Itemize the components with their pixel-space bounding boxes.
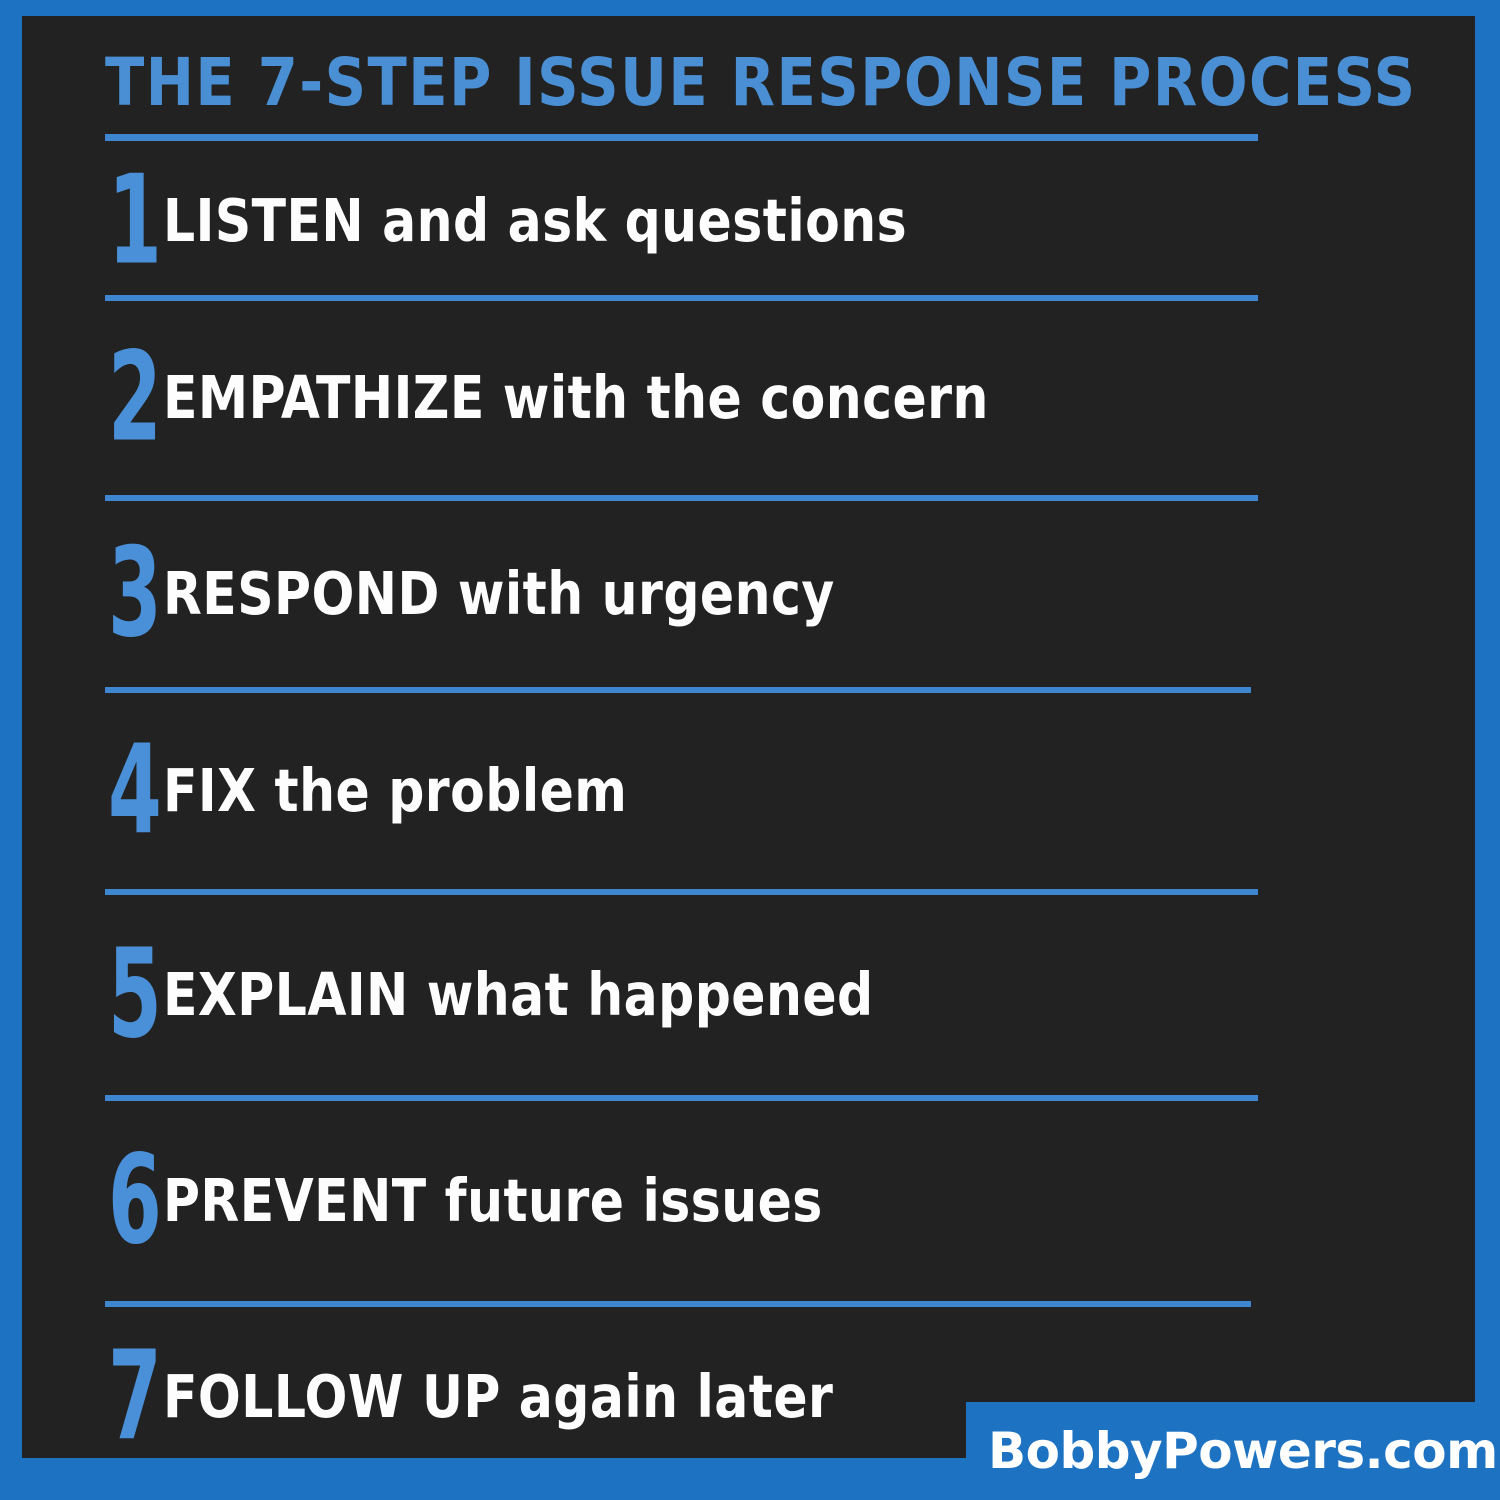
list-item: 1 LISTEN and ask questions <box>105 147 1280 295</box>
step-separator <box>105 295 1258 301</box>
step-number: 7 <box>107 1324 162 1469</box>
step-label: PREVENT future issues <box>163 1166 823 1236</box>
step-number: 6 <box>107 1128 162 1273</box>
title-underline-rule <box>105 134 1258 141</box>
brand-website-label: BobbyPowers.com <box>988 1422 1498 1480</box>
list-item: 3 RESPOND with urgency <box>105 501 1280 687</box>
step-label: EXPLAIN what happened <box>163 960 874 1030</box>
step-separator <box>105 889 1258 895</box>
list-item: 2 EMPATHIZE with the concern <box>105 301 1280 495</box>
steps-list: 1 LISTEN and ask questions 2 EMPATHIZE w… <box>105 147 1280 1487</box>
page-title: THE 7-STEP ISSUE RESPONSE PROCESS <box>105 44 1417 121</box>
step-number: 4 <box>107 718 162 863</box>
step-separator <box>105 1095 1258 1101</box>
step-number: 2 <box>107 325 162 470</box>
step-separator <box>105 495 1258 501</box>
list-item: 4 FIX the problem <box>105 693 1280 889</box>
step-number: 1 <box>107 148 162 293</box>
step-separator <box>105 687 1251 693</box>
step-label: LISTEN and ask questions <box>163 186 908 256</box>
brand-badge[interactable]: BobbyPowers.com <box>966 1402 1500 1500</box>
step-label: FIX the problem <box>163 756 628 826</box>
title-block: THE 7-STEP ISSUE RESPONSE PROCESS <box>105 44 1417 141</box>
step-number: 3 <box>107 521 162 666</box>
list-item: 6 PREVENT future issues <box>105 1101 1280 1301</box>
step-label: FOLLOW UP again later <box>163 1362 834 1432</box>
list-item: 7 FOLLOW UP again later <box>105 1307 1280 1487</box>
step-label: EMPATHIZE with the concern <box>163 363 989 433</box>
list-item: 5 EXPLAIN what happened <box>105 895 1280 1095</box>
poster-inner-panel: THE 7-STEP ISSUE RESPONSE PROCESS 1 LIST… <box>22 16 1475 1458</box>
step-label: RESPOND with urgency <box>163 559 835 629</box>
step-number: 5 <box>107 922 162 1067</box>
step-separator <box>105 1301 1251 1307</box>
